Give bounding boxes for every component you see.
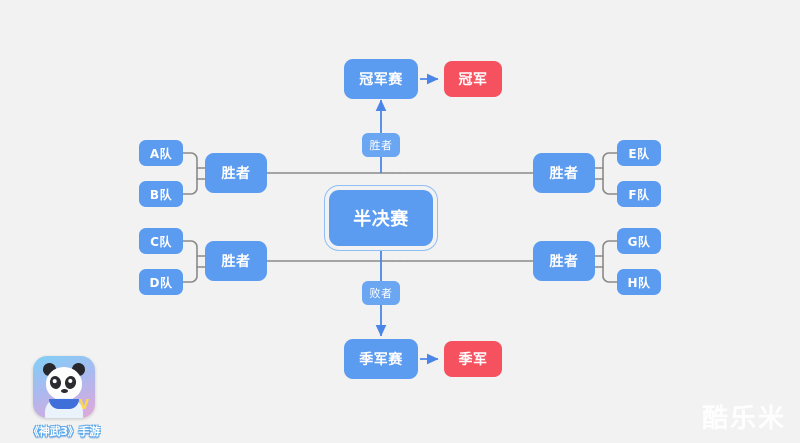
panda-game-icon: V	[33, 356, 95, 418]
winner-node-top-right[interactable]: 胜者	[533, 153, 595, 193]
team-node-h[interactable]: H队	[617, 269, 661, 295]
spine-label-loser[interactable]: 败者	[362, 281, 400, 305]
champion-match-node[interactable]: 冠军赛	[344, 59, 418, 99]
semifinal-central-node[interactable]: 半决赛	[329, 190, 433, 246]
winner-node-bottom-left[interactable]: 胜者	[205, 241, 267, 281]
v-badge-icon: V	[78, 398, 89, 413]
game-title-label: 《神武3》手游	[28, 425, 100, 438]
team-node-c[interactable]: C队	[139, 228, 183, 254]
panda-collar-icon	[49, 399, 79, 409]
team-node-b[interactable]: B队	[139, 181, 183, 207]
game-branding: V 《神武3》手游	[22, 356, 106, 439]
winner-node-bottom-right[interactable]: 胜者	[533, 241, 595, 281]
team-node-d[interactable]: D队	[139, 269, 183, 295]
spine-label-winner[interactable]: 胜者	[362, 133, 400, 157]
team-node-a[interactable]: A队	[139, 140, 183, 166]
third-place-result-node[interactable]: 季军	[444, 341, 502, 377]
team-node-g[interactable]: G队	[617, 228, 661, 254]
third-place-match-node[interactable]: 季军赛	[344, 339, 418, 379]
team-node-e[interactable]: E队	[617, 140, 661, 166]
site-watermark: 酷乐米	[701, 404, 786, 434]
champion-result-node[interactable]: 冠军	[444, 61, 502, 97]
team-node-f[interactable]: F队	[617, 181, 661, 207]
panda-nose-icon	[61, 389, 68, 393]
winner-node-top-left[interactable]: 胜者	[205, 153, 267, 193]
